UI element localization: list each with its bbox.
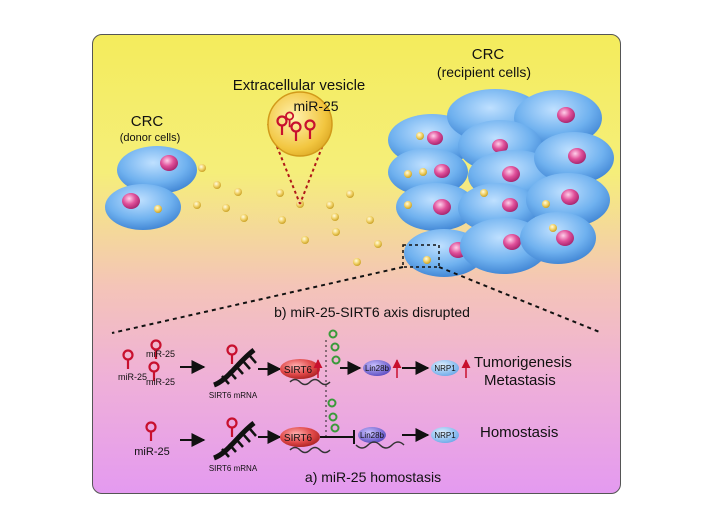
mrna-label-a: SIRT6 mRNA: [209, 464, 258, 473]
mirna-label-b2: miR-25: [118, 372, 147, 382]
sirt6-label-a: SIRT6: [284, 433, 313, 444]
nrp1-label-a: NRP1: [434, 431, 456, 440]
recipient-subtitle: (recipient cells): [437, 64, 531, 80]
mirna-label-a: miR-25: [134, 446, 169, 458]
donor-title: CRC: [131, 113, 164, 130]
nrp1-b: [431, 360, 459, 376]
recipient-cells: [388, 89, 614, 277]
sirt6-mrna-b: [212, 344, 257, 388]
sirt6-label-b: SIRT6: [284, 365, 313, 376]
lin28b-b: [363, 360, 391, 376]
recipient-title: CRC: [472, 46, 505, 63]
zoom-indicator: [111, 244, 603, 334]
donor-cells: [105, 146, 206, 230]
acetyl-groups: [327, 329, 341, 433]
section-a-title: a) miR-25 homostasis: [305, 469, 441, 485]
lin28b-label-b: Lin28b: [365, 364, 390, 373]
mrna-label-b: SIRT6 mRNA: [209, 391, 258, 400]
lin28b-label-a: Lin28b: [360, 431, 385, 440]
mirna-label-b1: miR-25: [146, 349, 175, 359]
nrp1-label-b: NRP1: [434, 364, 456, 373]
outcome-metastasis: Metastasis: [484, 372, 556, 389]
extracellular-vesicle: [267, 91, 333, 205]
sirt6-protein-a: [280, 427, 331, 454]
nrp1-a: [431, 427, 459, 443]
sirt6-mrna-a: [212, 417, 257, 461]
mirna-label-b3: miR-25: [146, 377, 175, 387]
donor-subtitle: (donor cells): [120, 132, 181, 144]
mirna-a: [145, 421, 157, 443]
outcome-homostasis: Homostasis: [480, 424, 558, 441]
sirt6-protein-b: [280, 359, 331, 386]
lin28b-a: [355, 427, 405, 449]
outcome-tumorigenesis: Tumorigenesis: [474, 354, 572, 371]
released-vesicles: [193, 181, 382, 266]
vesicle-label: Extracellular vesicle: [233, 77, 366, 94]
vesicle-mirna-label: miR-25: [293, 98, 338, 114]
section-b-title: b) miR-25-SIRT6 axis disrupted: [274, 304, 470, 320]
